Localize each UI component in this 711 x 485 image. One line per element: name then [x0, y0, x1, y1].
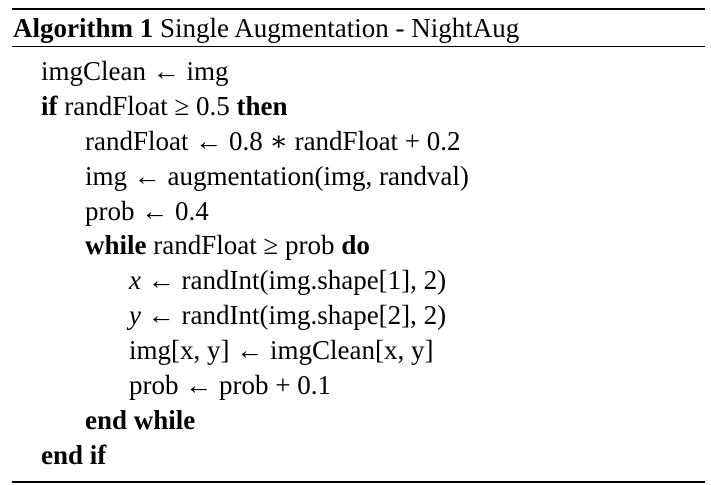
line-4: img ← augmentation(img, randval) — [12, 159, 705, 194]
line-7-text: ← randInt(img.shape[1], 2) — [147, 265, 447, 296]
line-1-text: imgClean ← img — [41, 56, 229, 86]
line-4-text: img ← augmentation(img, randval) — [85, 160, 469, 191]
keyword-end-if: end if — [41, 439, 107, 470]
keyword-end-while: end while — [85, 404, 196, 435]
line-6: while randFloat ≥ prob do — [12, 228, 705, 263]
keyword-do: do — [341, 230, 370, 261]
line-5: prob ← 0.4 — [12, 194, 705, 229]
line-10: prob ← prob + 0.1 — [12, 368, 705, 403]
caption-rule — [12, 46, 705, 47]
algorithm-title: Single Augmentation - NightAug — [159, 13, 520, 43]
line-3: randFloat ← 0.8 ∗ randFloat + 0.2 — [12, 124, 705, 159]
line-8: y ← randInt(img.shape[2], 2) — [12, 298, 705, 333]
var-x: x — [129, 265, 141, 296]
algorithm-body: imgClean ← img if randFloat ≥ 0.5 then r… — [12, 47, 705, 481]
line-2: if randFloat ≥ 0.5 then — [12, 89, 705, 124]
line-10-text: prob ← prob + 0.1 — [129, 370, 331, 401]
top-rule — [12, 8, 705, 10]
line-11: end while — [12, 403, 705, 438]
var-y: y — [129, 300, 141, 331]
keyword-then: then — [236, 90, 288, 121]
line-7: x ← randInt(img.shape[1], 2) — [12, 263, 705, 298]
line-9: img[x, y] ← imgClean[x, y] — [12, 333, 705, 368]
line-1: imgClean ← img — [12, 54, 705, 89]
line-8-text: ← randInt(img.shape[2], 2) — [147, 300, 447, 331]
line-3-text: randFloat ← 0.8 ∗ randFloat + 0.2 — [85, 125, 461, 156]
algorithm-block: Algorithm 1 Single Augmentation - NightA… — [12, 8, 705, 483]
algorithm-label: Algorithm 1 — [13, 13, 154, 43]
line-2-condition: randFloat ≥ 0.5 — [64, 90, 230, 121]
line-6-condition: randFloat ≥ prob — [153, 230, 335, 261]
keyword-if: if — [41, 90, 58, 121]
bottom-rule — [12, 480, 705, 483]
keyword-while: while — [85, 230, 147, 261]
line-5-text: prob ← 0.4 — [85, 195, 209, 226]
line-9-text: img[x, y] ← imgClean[x, y] — [129, 335, 434, 366]
algorithm-caption: Algorithm 1 Single Augmentation - NightA… — [12, 10, 705, 46]
line-12: end if — [12, 438, 705, 473]
